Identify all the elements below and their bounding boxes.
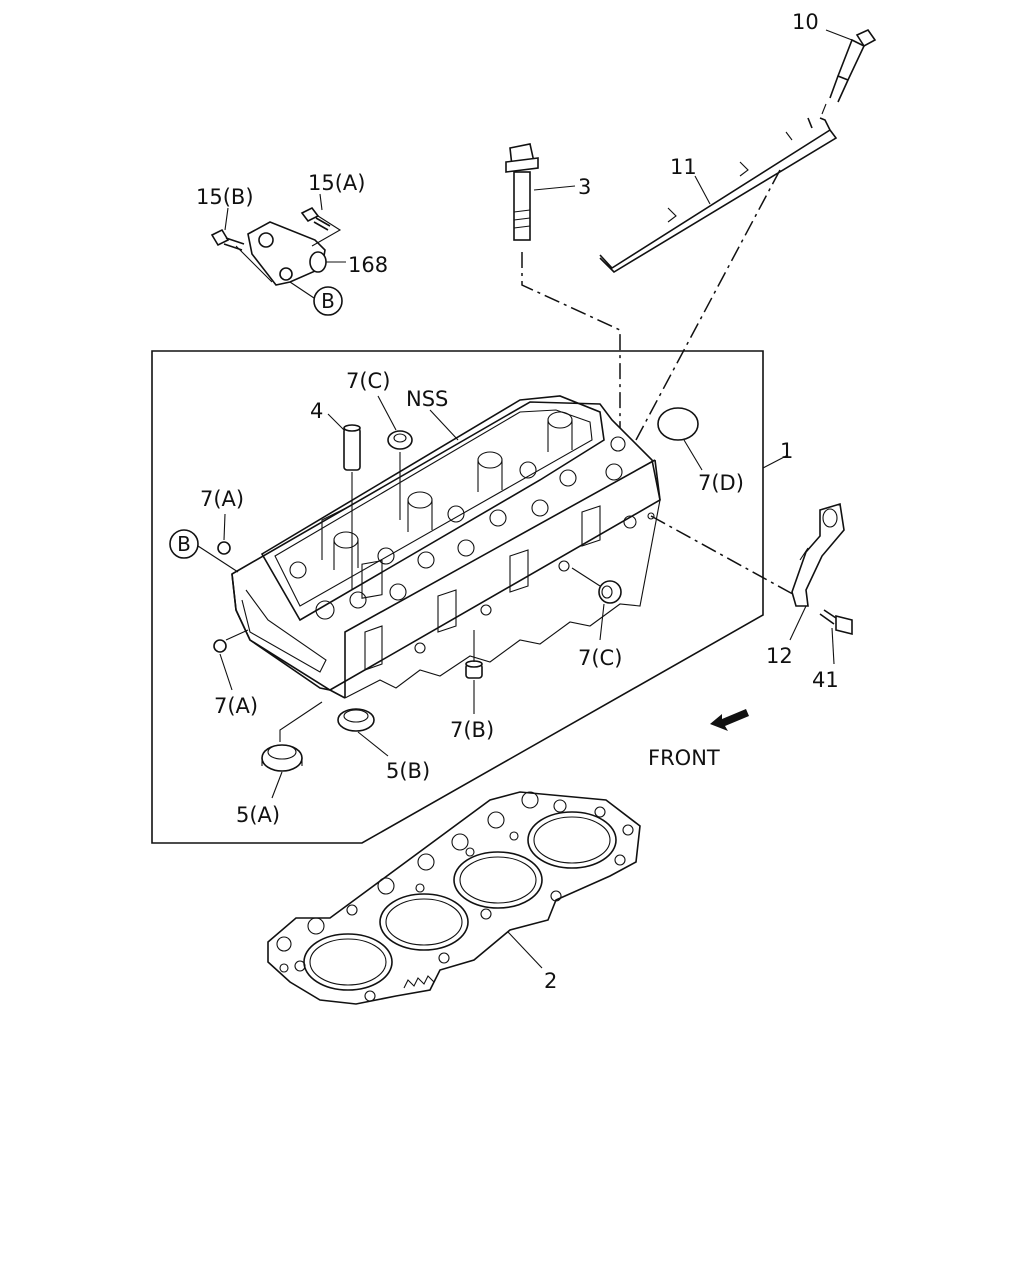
seal-7c-top-part — [387, 430, 413, 450]
leader-7d — [683, 439, 703, 471]
bracket-part — [247, 221, 327, 286]
label-7a-top: 7(A) — [200, 487, 244, 511]
label-10: 10 — [792, 10, 819, 34]
leader-7c-right — [571, 567, 605, 641]
label-7a-bottom: 7(A) — [214, 694, 258, 718]
glow-plug-guide-line — [619, 169, 781, 471]
label-1: 1 — [780, 439, 793, 463]
label-168: 168 — [348, 253, 388, 277]
leader-5a — [271, 701, 323, 799]
leader-7a-top — [223, 513, 226, 541]
leader-7c-top — [377, 395, 397, 431]
label-15b: 15(B) — [196, 185, 254, 209]
leader-10 — [825, 29, 853, 41]
glow-plug-connector-part — [599, 117, 838, 274]
leader-7a-bottom — [219, 629, 249, 691]
leader-2 — [507, 931, 543, 969]
label-5a: 5(A) — [236, 803, 280, 827]
label-3: 3 — [578, 175, 591, 199]
circle-b-top-label: B — [321, 289, 335, 313]
head-bolt-part — [505, 143, 539, 241]
leader-b-left — [197, 545, 239, 573]
seal-7c-right-part — [598, 580, 622, 604]
front-arrow-icon — [710, 709, 749, 731]
leader-4 — [327, 413, 345, 431]
head-gasket-part — [267, 791, 641, 1005]
label-7c-right: 7(C) — [578, 646, 622, 670]
guide-4-line — [321, 472, 353, 590]
label-7d: 7(D) — [698, 471, 744, 495]
label-12: 12 — [766, 644, 793, 668]
label-front: FRONT — [648, 746, 720, 770]
bolt-guide-line — [521, 252, 621, 440]
label-15a: 15(A) — [308, 171, 365, 195]
leader-5b — [357, 731, 389, 757]
bolt-15a-part — [300, 206, 331, 231]
label-7c-top: 7(C) — [346, 369, 390, 393]
plug-7d-part — [657, 407, 699, 441]
label-2: 2 — [544, 969, 557, 993]
label-11: 11 — [670, 155, 697, 179]
leader-nss — [429, 409, 459, 441]
cylinder-head-part — [231, 395, 661, 699]
assembly-outline-box — [151, 350, 764, 844]
label-41: 41 — [812, 668, 839, 692]
valve-guide-part-4 — [343, 424, 361, 471]
glow-plug-part — [821, 28, 877, 115]
seal-5b-part — [337, 708, 375, 732]
leader-1 — [762, 454, 789, 469]
leader-15b — [224, 207, 273, 283]
label-4: 4 — [310, 399, 323, 423]
circle-b-left-marker — [169, 529, 199, 559]
bolt-41-part — [819, 609, 853, 636]
bolt-15b-part — [210, 228, 245, 251]
circle-b-left-label: B — [177, 532, 191, 556]
leader-3 — [533, 185, 576, 191]
leader-11 — [694, 175, 711, 205]
seal-5a-part — [261, 744, 303, 772]
label-nss: NSS — [406, 387, 448, 411]
lifting-bracket-part — [791, 502, 845, 607]
bracket-guide-line — [650, 515, 801, 599]
pin-7a-bottom-part — [213, 639, 227, 653]
circle-b-top-marker — [313, 286, 343, 316]
leader-41 — [831, 627, 835, 665]
leader-b-top — [289, 281, 315, 299]
label-7b: 7(B) — [450, 718, 494, 742]
pin-7b-part — [465, 660, 483, 679]
pin-7a-top-part — [217, 541, 231, 555]
label-5b: 5(B) — [386, 759, 430, 783]
leader-15a — [311, 193, 342, 247]
leader-12 — [789, 605, 807, 641]
